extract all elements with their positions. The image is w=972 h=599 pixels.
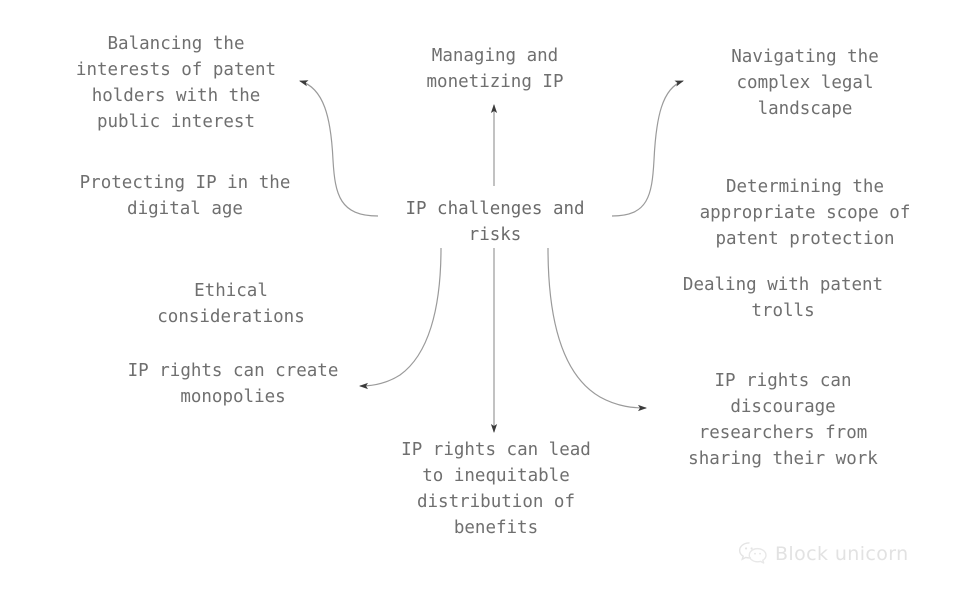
arrow-to-navigating-legal (611, 80, 684, 217)
wechat-icon (738, 542, 767, 564)
node-managing-monetizing[interactable]: Managing and monetizing IP (426, 46, 564, 92)
node-ethical-considerations[interactable]: Ethical considerations (157, 281, 305, 327)
node-protecting-digital-age[interactable]: Protecting IP in the digital age (79, 173, 291, 219)
watermark: Block unicorn (738, 541, 909, 567)
arrow-to-monopolies (359, 247, 442, 390)
node-determining-scope[interactable]: Determining the appropriate scope of pat… (699, 177, 911, 249)
node-inequitable-distribution[interactable]: IP rights can lead to inequitable distri… (401, 440, 591, 538)
node-navigating-legal[interactable]: Navigating the complex legal landscape (731, 47, 879, 119)
arrow-to-balancing-interests (299, 80, 379, 217)
watermark-label: Block unicorn (775, 542, 909, 565)
node-center-ip-challenges[interactable]: IP challenges and risks (405, 199, 585, 245)
node-balancing-interests[interactable]: Balancing the interests of patent holder… (75, 34, 277, 132)
arrow-to-discourage-researchers (547, 247, 647, 412)
node-discourage-researchers[interactable]: IP rights can discourage researchers fro… (688, 371, 878, 469)
node-monopolies[interactable]: IP rights can create monopolies (127, 361, 339, 407)
node-patent-trolls[interactable]: Dealing with patent trolls (682, 275, 884, 321)
